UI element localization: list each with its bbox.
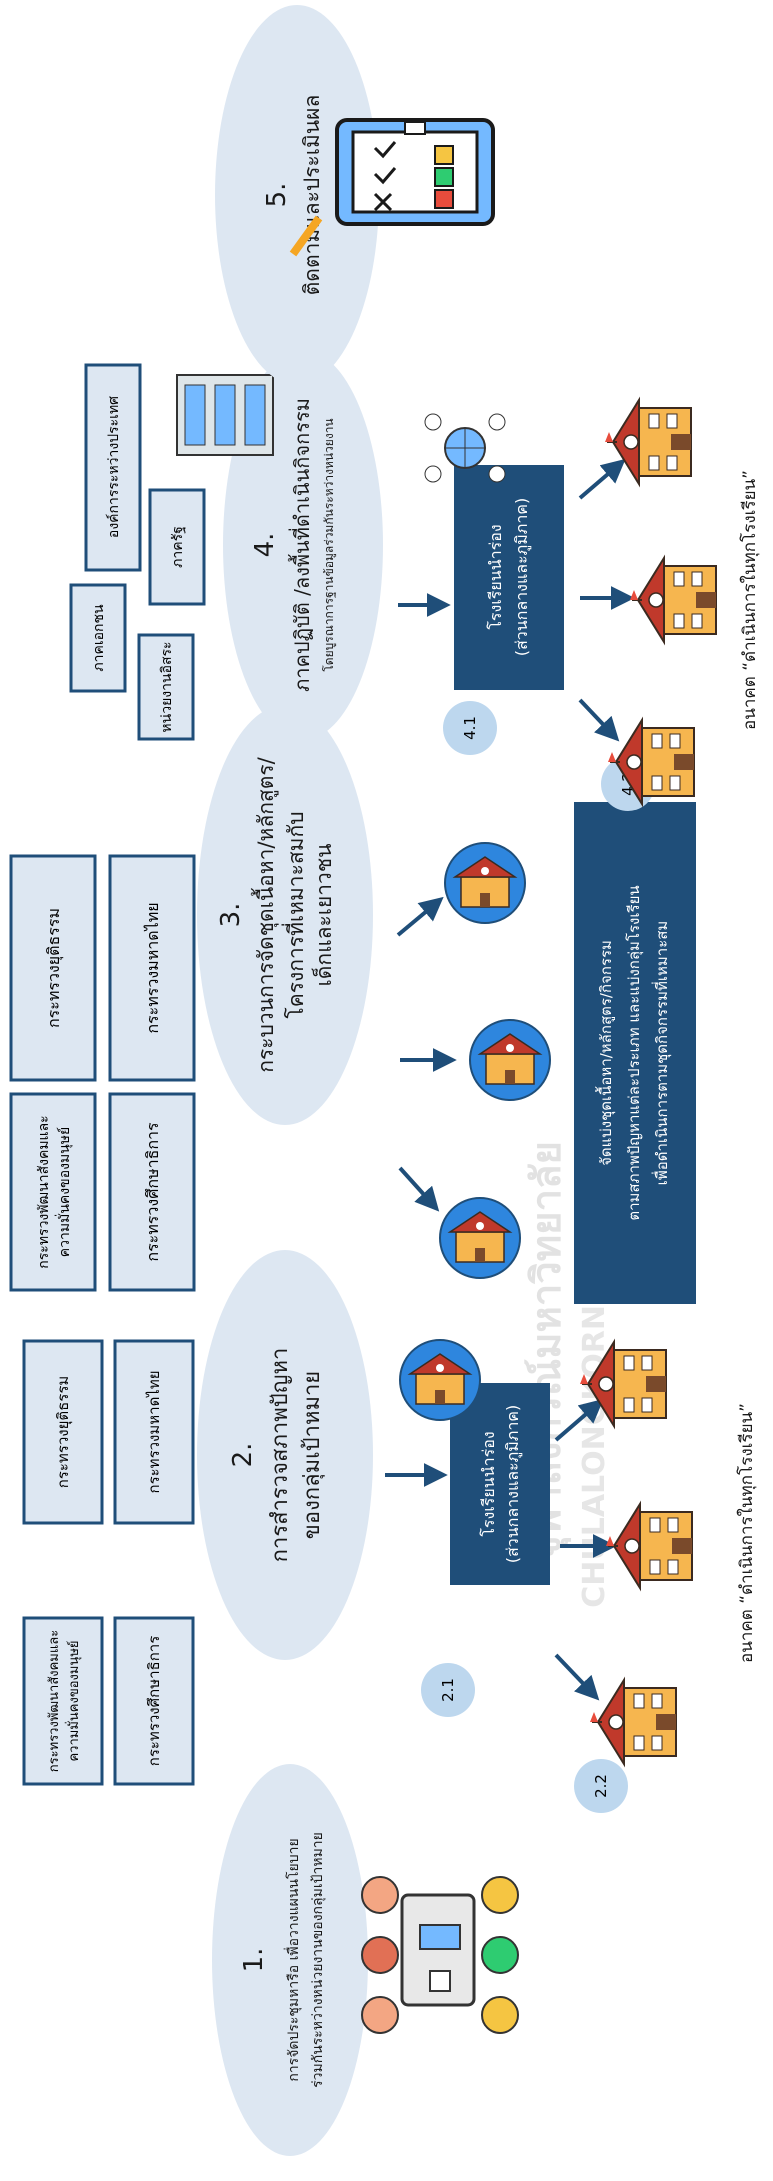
step-4-line-2: โดยบูรณาการฐานข้อมูลร่วมกันระหว่างหน่วยง… bbox=[322, 418, 337, 671]
step-2-pilot-school-box bbox=[450, 1383, 550, 1585]
step-3-line-3: เด็กและเยาวชน bbox=[310, 844, 336, 987]
ministry-box-education bbox=[113, 1616, 195, 1786]
step-2-arrow-school-1 bbox=[554, 1398, 604, 1442]
step-2-school-circle-icon bbox=[399, 1339, 481, 1421]
partner-state-label: ภาครัฐ bbox=[170, 526, 186, 568]
ministry-box-social-development-2 bbox=[9, 1092, 97, 1292]
partner-private-label: ภาคเอกชน bbox=[91, 604, 107, 672]
step-3-ministries: กระทรวงพัฒนาสังคมและ ความมั่นคงของมนุษย์… bbox=[9, 854, 196, 1292]
step-3-ellipse bbox=[197, 705, 373, 1125]
step-5-ellipse bbox=[215, 5, 379, 385]
badge-4-1 bbox=[443, 701, 497, 755]
step-1-line-2: ร่วมกันระหว่างหน่วยงานของกลุ่มเป้าหมาย bbox=[310, 1832, 326, 2088]
badge-4-1-label: 4.1 bbox=[461, 716, 479, 740]
step-4-school-building-2 bbox=[629, 557, 717, 643]
step-1-number: 1. bbox=[239, 1948, 269, 1973]
badge-2-2-label: 2.2 bbox=[592, 1774, 610, 1798]
ministry-social-line-1: กระทรวงพัฒนาสังคมและ bbox=[47, 1630, 62, 1772]
ministry-social-line-2: ความมั่นคงของมนุษย์ bbox=[65, 1640, 82, 1761]
step-3-school-circle-2 bbox=[469, 1019, 551, 1101]
badge-2-1-label: 2.1 bbox=[439, 1678, 457, 1702]
ministry-box-justice bbox=[22, 1339, 104, 1525]
step-2-future-note: อนาคต “ดำเนินการในทุกโรงเรียน” bbox=[736, 1403, 757, 1663]
step-4-school-building-1 bbox=[604, 399, 692, 485]
ministry-justice-label: กระทรวงยุติธรรม bbox=[54, 1376, 73, 1489]
step-4-arrow-school-3 bbox=[578, 698, 620, 742]
content-grouping-box bbox=[574, 802, 696, 1304]
step-2-school-building-2 bbox=[605, 1503, 693, 1589]
ministry-education-2-label: กระทรวงศึกษาธิการ bbox=[143, 1122, 162, 1262]
step-2-line-1: การสำรวจสภาพปัญหา bbox=[268, 1348, 293, 1563]
partner-box-private bbox=[69, 583, 127, 693]
buildings-network-icon bbox=[176, 374, 274, 456]
step-4-pilot-school-box bbox=[454, 465, 564, 690]
step-2-pilot-line-2: (ส่วนกลางและภูมิภาค) bbox=[503, 1405, 523, 1564]
step-2-pilot-line-1: โรงเรียนนำร่อง bbox=[479, 1431, 498, 1536]
step-3-arrow-1 bbox=[396, 896, 444, 937]
step-2-school-building-3 bbox=[589, 1679, 677, 1765]
ministry-interior-2-label: กระทรวงมหาดไทย bbox=[143, 902, 162, 1033]
step-5-line-1: ติดตามและประเมินผล bbox=[300, 95, 324, 296]
ministry-box-justice-2 bbox=[9, 854, 97, 1082]
ministry-education-label: กระทรวงศึกษาธิการ bbox=[145, 1636, 163, 1767]
ministry-justice-2-label: กระทรวงยุติธรรม bbox=[44, 908, 64, 1028]
meeting-people-icon bbox=[361, 1876, 519, 2034]
step-2-ministries: กระทรวงพัฒนาสังคมและ ความมั่นคงของมนุษย์… bbox=[22, 1339, 195, 1786]
ministry-social-2-line-1: กระทรวงพัฒนาสังคมและ bbox=[36, 1115, 52, 1268]
ministry-box-interior-2 bbox=[108, 854, 196, 1082]
partner-international-label: องค์การระหว่างประเทศ bbox=[105, 396, 122, 538]
globe-network-icon bbox=[424, 413, 506, 483]
ministry-box-social-development bbox=[22, 1616, 104, 1786]
partner-box-independent bbox=[137, 633, 195, 741]
step-4-arrow-school-1 bbox=[578, 458, 626, 500]
step-4-pilot-line-1: โรงเรียนนำร่อง bbox=[486, 524, 505, 629]
ministry-box-education-2 bbox=[108, 1092, 196, 1292]
step-2-line-2: ของกลุ่มเป้าหมาย bbox=[300, 1371, 325, 1539]
step-3-line-2: โครงการที่เหมาะสมกับ bbox=[281, 811, 308, 1018]
step-3-school-circle-1 bbox=[444, 842, 526, 924]
step-2-ellipse bbox=[197, 1250, 373, 1660]
step-4-line-1: ภาคปฏิบัติ /ลงพื้นที่ดำเนินกิจกรรม bbox=[288, 398, 314, 692]
content-box-line-2: ตามสภาพปัญหาแต่ละประเภท และแบ่งกลุ่มโรงเ… bbox=[625, 885, 644, 1220]
step-5-number: 5. bbox=[262, 183, 292, 208]
step-3-number: 3. bbox=[216, 903, 246, 928]
partner-boxes: ภาคเอกชน หน่วยงานอิสระ ภาครัฐ องค์การระห… bbox=[69, 363, 206, 741]
badge-2-2 bbox=[574, 1759, 628, 1813]
step-3-arrow-3 bbox=[398, 1166, 440, 1212]
checklist-clipboard-icon bbox=[289, 118, 495, 257]
ministry-social-2-line-2: ความมั่นคงของมนุษย์ bbox=[55, 1127, 73, 1257]
partner-independent-label: หน่วยงานอิสระ bbox=[159, 641, 175, 732]
step-1-ellipse bbox=[212, 1764, 368, 2156]
step-2-number: 2. bbox=[228, 1443, 258, 1468]
step-4-number: 4. bbox=[250, 533, 280, 558]
content-box-line-3: เพื่อดำเนินการตามชุดกิจกรรมที่เหมาะสม bbox=[651, 921, 672, 1186]
step-3-school-circle-3 bbox=[439, 1197, 521, 1279]
partner-box-international bbox=[84, 363, 142, 572]
step-4-pilot-line-2: (ส่วนกลางและภูมิภาค) bbox=[512, 498, 532, 657]
step-3-line-1: กระบวนการจัดชุดเนื้อหา/หลักสูตร/ bbox=[251, 756, 279, 1072]
step-4-future-note: อนาคต “ดำเนินการในทุกโรงเรียน” bbox=[739, 470, 760, 730]
step-1-line-1: การจัดประชุมหารือ เพื่อวางแผนนโยบาย bbox=[284, 1838, 302, 2081]
ministry-box-interior bbox=[113, 1339, 195, 1525]
step-2-arrow-school-3 bbox=[554, 1653, 600, 1701]
badge-2-1 bbox=[421, 1663, 475, 1717]
partner-box-state bbox=[148, 488, 206, 606]
content-box-line-1: จัดแบ่งชุดเนื้อหา/หลักสูตร/กิจกรรม bbox=[595, 940, 616, 1166]
ministry-interior-label: กระทรวงมหาดไทย bbox=[145, 1370, 163, 1493]
